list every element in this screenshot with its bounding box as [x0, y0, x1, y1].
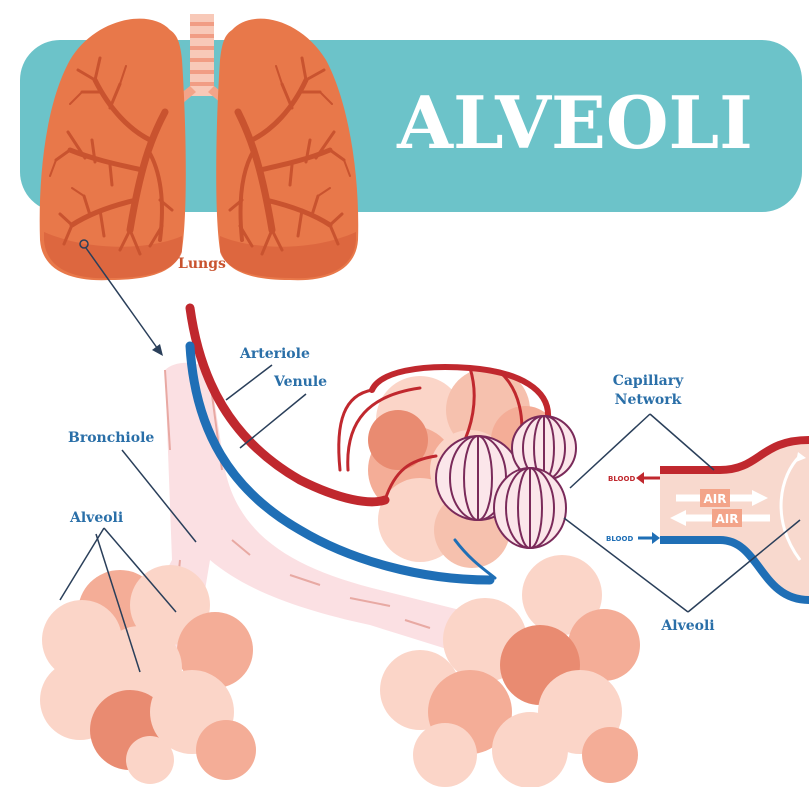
blood-in-arrow	[638, 532, 660, 544]
capillary-sphere	[494, 468, 566, 548]
page-title: ALVEOLI	[396, 80, 753, 165]
air-out-label: AIR	[716, 512, 739, 526]
blood-in-label: BLOOD	[606, 535, 633, 543]
blood-out-label: BLOOD	[608, 475, 635, 483]
alveoli-left-label: Alveoli	[69, 510, 123, 526]
capillary-network-label-line1: Capillary	[613, 373, 684, 389]
alveoli-cluster-left	[40, 565, 256, 784]
venule-label: Venule	[273, 374, 327, 390]
blood-out-arrow	[636, 472, 660, 484]
arteriole-label: Arteriole	[239, 346, 310, 362]
capillary-network-label-line2: Network	[615, 392, 682, 408]
air-in-label: AIR	[704, 492, 727, 506]
bronchiole-label: Bronchiole	[68, 430, 154, 446]
alveoli-cluster-right	[380, 555, 640, 787]
lungs-label: Lungs	[178, 256, 226, 272]
alveoli-right-label: Alveoli	[660, 618, 714, 634]
